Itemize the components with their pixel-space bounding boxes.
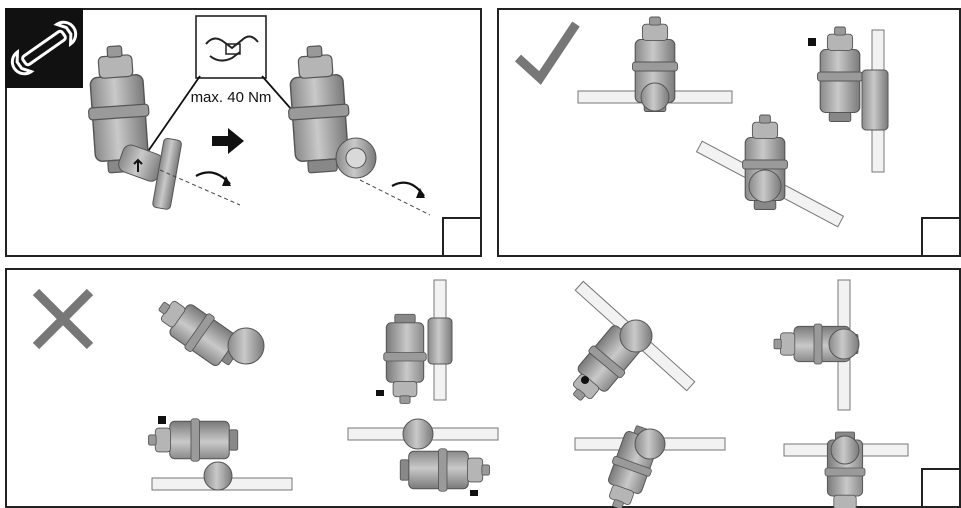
leader-line <box>141 75 201 161</box>
wrench-icon <box>10 20 78 76</box>
torque-wrench-box <box>195 15 267 79</box>
incorrect-orientation-inverted-vertical <box>376 279 453 405</box>
separator-after-tightening <box>283 43 377 179</box>
pipe-wrench-icon <box>205 35 259 62</box>
incorrect-orientation-diagonal-upside <box>559 280 696 412</box>
rotation-arrow <box>359 179 431 216</box>
cross-icon <box>32 288 94 350</box>
incorrect-orientation-downward <box>783 431 909 508</box>
incorrect-orientation-horizontal-below <box>147 416 293 491</box>
correct-orientation-vertical <box>808 26 889 173</box>
torque-label: max. 40 Nm <box>191 89 272 106</box>
incorrect-orientation-tilted <box>148 287 265 375</box>
incorrect-orientation-angled-down <box>574 421 726 508</box>
incorrect-orientation-inverted-horizontal <box>347 418 499 496</box>
separator-before-tightening <box>83 43 182 210</box>
page-corner-mark <box>442 217 482 257</box>
page-corner-mark <box>921 217 961 257</box>
right-arrow-icon <box>212 128 244 154</box>
incorrect-orientation-sideways <box>773 279 860 411</box>
page-corner-mark <box>921 468 961 508</box>
correct-orientation-diagonal <box>695 114 845 228</box>
checkmark-icon <box>514 21 580 85</box>
wrench-badge <box>5 8 83 88</box>
correct-orientation-horizontal <box>577 16 733 113</box>
rotation-arrow <box>159 169 241 206</box>
